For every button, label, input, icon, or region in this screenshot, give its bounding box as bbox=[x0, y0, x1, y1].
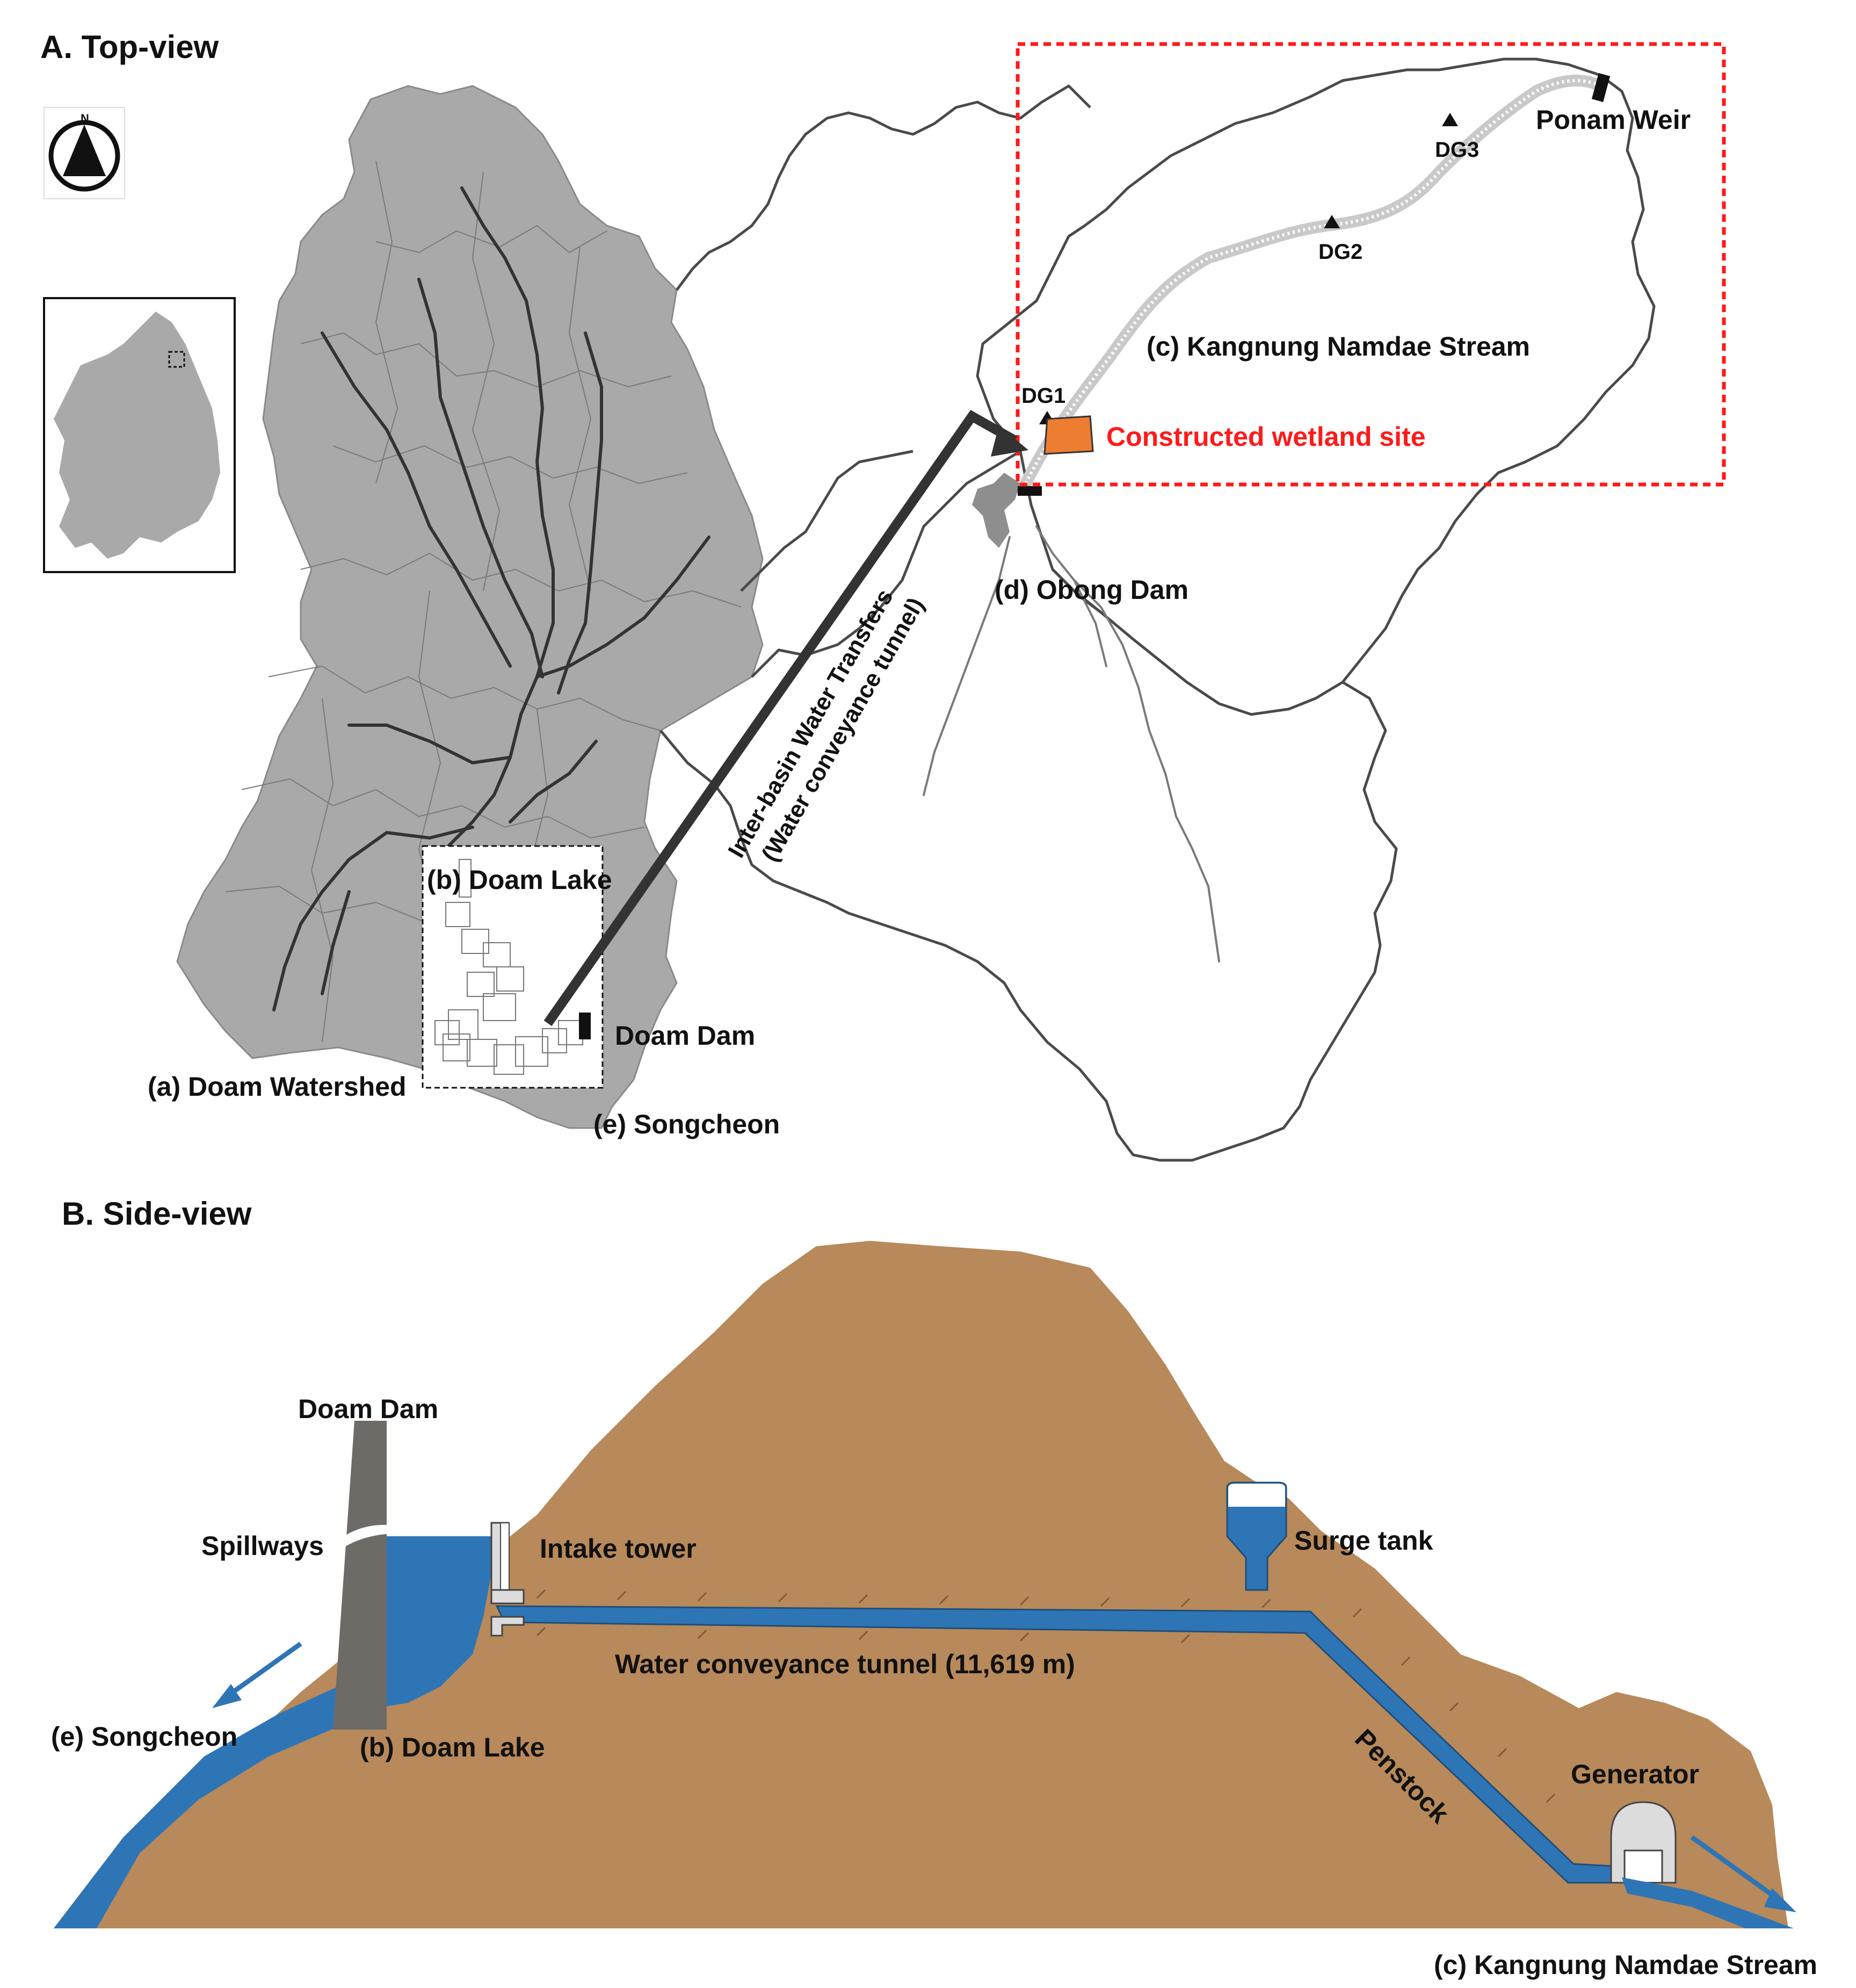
panel-a-title: A. Top-view bbox=[40, 29, 219, 65]
intake-tower bbox=[490, 1522, 525, 1637]
side-label-doam-dam: Doam Dam bbox=[298, 1394, 438, 1424]
study-area-highlight-box bbox=[1016, 42, 1726, 487]
mountain-cross-section bbox=[54, 1241, 1788, 1928]
surge-tank bbox=[1226, 1481, 1287, 1591]
label-kangnung-stream: (c) Kangnung Namdae Stream bbox=[1147, 331, 1530, 362]
doam-lake-inset bbox=[422, 845, 604, 1089]
label-doam-watershed: (a) Doam Watershed bbox=[148, 1072, 407, 1102]
obong-streams bbox=[923, 525, 1220, 963]
label-dg3: DG3 bbox=[1435, 138, 1479, 162]
doam-lake-reservoir bbox=[365, 1536, 491, 1708]
korea-locator-inset bbox=[43, 297, 236, 573]
dg2-marker-icon bbox=[1324, 215, 1340, 228]
korea-map-shape bbox=[54, 312, 220, 559]
label-doam-dam: Doam Dam bbox=[615, 1021, 755, 1051]
gangneung-basin-outline bbox=[659, 57, 1656, 1162]
kangnung-stream-outflow bbox=[1622, 1877, 1794, 1928]
generator bbox=[1610, 1801, 1677, 1884]
label-dg2: DG2 bbox=[1318, 240, 1362, 264]
north-label: N bbox=[81, 112, 89, 125]
obong-reservoir bbox=[972, 473, 1020, 548]
panel-b-title: B. Side-view bbox=[62, 1196, 252, 1232]
label-dg1: DG1 bbox=[1021, 384, 1065, 408]
dg3-marker-icon bbox=[1442, 113, 1458, 126]
flow-arrow-left-icon bbox=[212, 1642, 302, 1708]
spillway-notch bbox=[328, 1524, 397, 1555]
label-obong-dam: (d) Obong Dam bbox=[995, 575, 1188, 605]
side-label-kangnung-stream: (c) Kangnung Namdae Stream bbox=[1434, 1950, 1817, 1980]
side-label-intake-tower: Intake tower bbox=[540, 1534, 697, 1564]
doam-watershed bbox=[176, 85, 764, 1129]
obong-dam-marker bbox=[1018, 486, 1042, 496]
label-doam-lake: (b) Doam Lake bbox=[427, 865, 612, 895]
side-label-doam-lake: (b) Doam Lake bbox=[360, 1732, 545, 1762]
flow-arrow-right-icon bbox=[1690, 1835, 1796, 1912]
side-label-generator: Generator bbox=[1571, 1759, 1699, 1789]
wetland-site-shape bbox=[1043, 415, 1094, 455]
transfer-arrow bbox=[543, 410, 1028, 1026]
label-ponam-weir: Ponam Weir bbox=[1536, 105, 1691, 135]
side-label-surge-tank: Surge tank bbox=[1294, 1526, 1433, 1556]
side-label-spillways: Spillways bbox=[201, 1531, 324, 1561]
doam-dam-wall bbox=[333, 1421, 387, 1730]
tunnel-hatching bbox=[536, 1589, 1556, 1803]
label-songcheon: (e) Songcheon bbox=[593, 1109, 780, 1139]
north-arrow-icon: N bbox=[44, 107, 125, 199]
side-label-tunnel: Water conveyance tunnel (11,619 m) bbox=[615, 1649, 1075, 1679]
ponam-weir-marker bbox=[1591, 73, 1611, 102]
songcheon-river bbox=[54, 1660, 408, 1928]
side-label-songcheon: (e) Songcheon bbox=[51, 1722, 237, 1752]
label-transfer-line2: (Water conveyance tunnel) bbox=[757, 593, 930, 866]
label-wetland: Constructed wetland site bbox=[1106, 422, 1426, 452]
